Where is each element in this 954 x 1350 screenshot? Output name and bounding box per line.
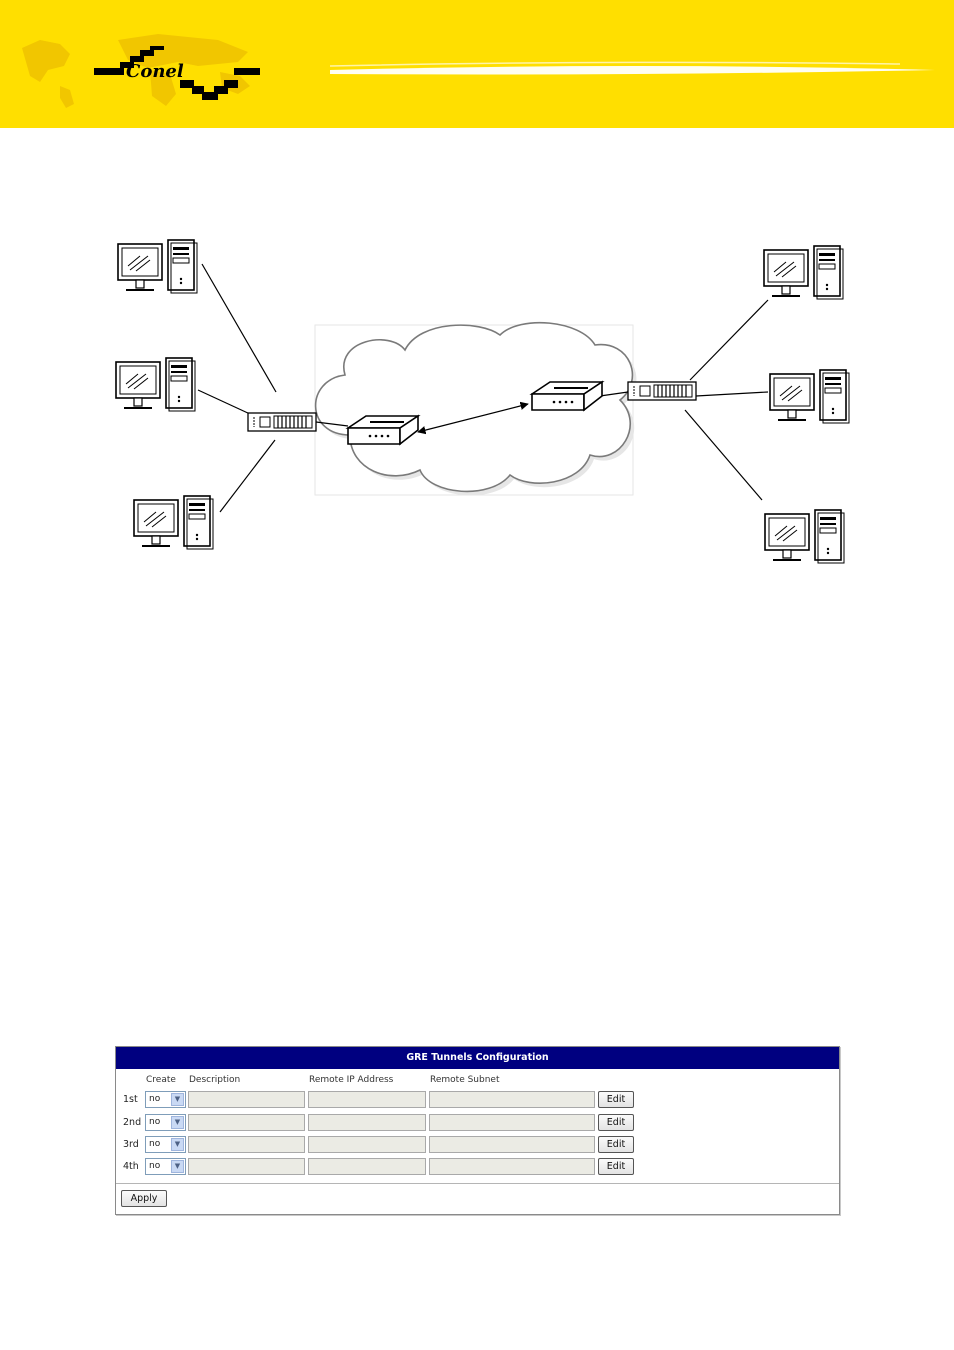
computer-icon xyxy=(765,510,844,563)
computer-icon xyxy=(118,240,197,293)
tunnel-row: 2nd no ▼ Edit xyxy=(116,1114,836,1134)
tunnel-row-label: 3rd xyxy=(123,1139,139,1150)
header-banner: Conel xyxy=(0,0,954,128)
gre-config-panel: GRE Tunnels Configuration Create Descrip… xyxy=(115,1046,840,1215)
edit-button[interactable]: Edit xyxy=(598,1114,634,1131)
chevron-down-icon: ▼ xyxy=(171,1116,184,1129)
tunnel-row: 3rd no ▼ Edit xyxy=(116,1136,836,1156)
create-select[interactable]: no ▼ xyxy=(145,1158,186,1175)
description-field[interactable] xyxy=(188,1114,305,1131)
remote-subnet-field[interactable] xyxy=(429,1158,595,1175)
swoosh-line xyxy=(330,66,935,75)
remote-subnet-field[interactable] xyxy=(429,1136,595,1153)
panel-title: GRE Tunnels Configuration xyxy=(116,1047,839,1069)
remote-subnet-field[interactable] xyxy=(429,1091,595,1108)
edit-button[interactable]: Edit xyxy=(598,1158,634,1175)
create-select[interactable]: no ▼ xyxy=(145,1091,186,1108)
tunnel-row: 4th no ▼ Edit xyxy=(116,1158,836,1178)
apply-button[interactable]: Apply xyxy=(121,1190,167,1207)
tunnel-row-label: 4th xyxy=(123,1161,139,1172)
logo-text: Conel xyxy=(126,61,184,82)
switch-icon xyxy=(248,413,316,431)
chevron-down-icon: ▼ xyxy=(171,1093,184,1106)
conel-logo: Conel xyxy=(0,0,954,128)
edit-button[interactable]: Edit xyxy=(598,1091,634,1108)
switch-icon xyxy=(628,382,696,400)
computer-icon xyxy=(116,358,195,411)
column-header-remote-subnet: Remote Subnet xyxy=(430,1075,500,1085)
tunnel-row-label: 2nd xyxy=(123,1117,141,1128)
chevron-down-icon: ▼ xyxy=(171,1138,184,1151)
description-field[interactable] xyxy=(188,1091,305,1108)
computer-icon xyxy=(134,496,213,549)
description-field[interactable] xyxy=(188,1136,305,1153)
remote-ip-field[interactable] xyxy=(308,1091,426,1108)
tunnel-row-label: 1st xyxy=(123,1094,138,1105)
create-select[interactable]: no ▼ xyxy=(145,1114,186,1131)
column-header-description: Description xyxy=(189,1075,240,1085)
remote-ip-field[interactable] xyxy=(308,1136,426,1153)
column-header-create: Create xyxy=(146,1075,176,1085)
create-select[interactable]: no ▼ xyxy=(145,1136,186,1153)
computer-icon xyxy=(764,246,843,299)
tunnel-row: 1st no ▼ Edit xyxy=(116,1091,836,1111)
edit-button[interactable]: Edit xyxy=(598,1136,634,1153)
remote-ip-field[interactable] xyxy=(308,1114,426,1131)
column-header-remote-ip: Remote IP Address xyxy=(309,1075,393,1085)
remote-ip-field[interactable] xyxy=(308,1158,426,1175)
description-field[interactable] xyxy=(188,1158,305,1175)
gre-config-form: Create Description Remote IP Address Rem… xyxy=(116,1069,839,1184)
computer-icon xyxy=(770,370,849,423)
gre-network-diagram xyxy=(100,230,860,570)
remote-subnet-field[interactable] xyxy=(429,1114,595,1131)
chevron-down-icon: ▼ xyxy=(171,1160,184,1173)
